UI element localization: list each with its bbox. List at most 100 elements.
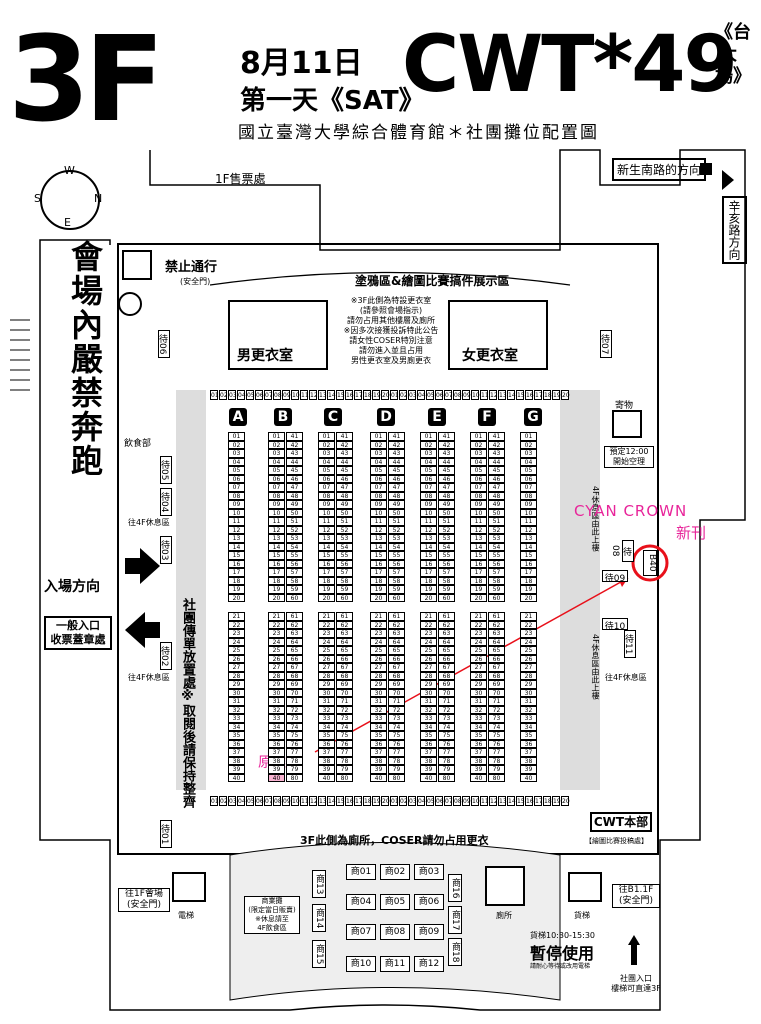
booth-cell[interactable]: 16 xyxy=(228,559,245,568)
booth-cell[interactable]: 17 xyxy=(470,568,487,577)
booth-cell[interactable]: 35 xyxy=(420,731,437,740)
booth-cell[interactable]: 41 xyxy=(336,432,353,441)
booth-cell[interactable]: 76 xyxy=(286,739,303,748)
booth-cell[interactable]: 71 xyxy=(286,697,303,706)
edge-booth-cell[interactable]: 09 xyxy=(462,390,471,400)
booth-cell[interactable]: 65 xyxy=(336,646,353,655)
booth-cell[interactable]: 51 xyxy=(336,517,353,526)
edge-booth-cell[interactable]: 17 xyxy=(354,796,363,806)
booth-cell[interactable]: 66 xyxy=(286,654,303,663)
booth-cell[interactable]: 45 xyxy=(286,466,303,475)
edge-booth-cell[interactable]: 05 xyxy=(246,796,255,806)
booth-cell[interactable]: 44 xyxy=(286,457,303,466)
booth-cell[interactable]: 69 xyxy=(388,680,405,689)
booth-cell[interactable]: 29 xyxy=(370,680,387,689)
booth-cell[interactable]: 10 xyxy=(228,508,245,517)
booth-cell[interactable]: 19 xyxy=(420,585,437,594)
booth-cell[interactable]: 45 xyxy=(488,466,505,475)
booth-cell[interactable]: 53 xyxy=(286,534,303,543)
booth-cell[interactable]: 38 xyxy=(420,756,437,765)
booth-cell[interactable]: 03 xyxy=(268,449,285,458)
booth-cell[interactable]: 21 xyxy=(470,612,487,621)
booth-cell[interactable]: 16 xyxy=(520,559,537,568)
booth-cell[interactable]: 61 xyxy=(488,612,505,621)
edge-booth-cell[interactable]: 13 xyxy=(318,390,327,400)
booth-cell[interactable]: 11 xyxy=(470,517,487,526)
booth-cell[interactable]: 61 xyxy=(336,612,353,621)
edge-booth-cell[interactable]: 18 xyxy=(363,796,372,806)
booth-cell[interactable]: 77 xyxy=(336,748,353,757)
booth-cell[interactable]: 36 xyxy=(420,739,437,748)
booth-cell[interactable]: 62 xyxy=(438,620,455,629)
booth-cell[interactable]: 24 xyxy=(228,637,245,646)
booth-cell[interactable]: 31 xyxy=(470,697,487,706)
booth-cell[interactable]: 06 xyxy=(228,474,245,483)
booth-cell[interactable]: 05 xyxy=(318,466,335,475)
booth-cell[interactable]: 01 xyxy=(520,432,537,441)
booth-cell[interactable]: 19 xyxy=(268,585,285,594)
booth-cell[interactable]: 40 xyxy=(370,773,387,782)
booth-cell[interactable]: 42 xyxy=(438,440,455,449)
booth-cell[interactable]: 22 xyxy=(520,620,537,629)
commercial-stall[interactable]: 商14 xyxy=(312,904,326,932)
booth-cell[interactable]: 06 xyxy=(370,474,387,483)
commercial-stall[interactable]: 商13 xyxy=(312,870,326,898)
booth-cell[interactable]: 35 xyxy=(370,731,387,740)
edge-booth-cell[interactable]: 11 xyxy=(480,390,489,400)
booth-cell[interactable]: 23 xyxy=(318,629,335,638)
booth-cell[interactable]: 65 xyxy=(286,646,303,655)
booth-cell[interactable]: 75 xyxy=(488,731,505,740)
edge-booth-cell[interactable]: 20 xyxy=(381,390,390,400)
booth-cell[interactable]: 15 xyxy=(370,551,387,560)
commercial-stall[interactable]: 商16 xyxy=(448,874,462,902)
booth-cell[interactable]: 21 xyxy=(318,612,335,621)
booth-cell[interactable]: 21 xyxy=(268,612,285,621)
booth-cell[interactable]: 80 xyxy=(388,773,405,782)
booth-cell[interactable]: 52 xyxy=(336,525,353,534)
booth-cell[interactable]: 25 xyxy=(520,646,537,655)
booth-cell[interactable]: 78 xyxy=(438,756,455,765)
edge-booth-cell[interactable]: 16 xyxy=(525,390,534,400)
booth-cell[interactable]: 40 xyxy=(228,773,245,782)
edge-booth-cell[interactable]: 07 xyxy=(444,796,453,806)
booth-cell[interactable]: 16 xyxy=(470,559,487,568)
booth-cell[interactable]: 10 xyxy=(420,508,437,517)
booth-cell[interactable]: 53 xyxy=(388,534,405,543)
booth-cell[interactable]: 70 xyxy=(388,688,405,697)
booth-cell[interactable]: 38 xyxy=(470,756,487,765)
booth-cell[interactable]: 42 xyxy=(488,440,505,449)
booth-cell[interactable]: 03 xyxy=(318,449,335,458)
edge-booth-cell[interactable]: 12 xyxy=(489,796,498,806)
booth-cell[interactable]: 09 xyxy=(420,500,437,509)
booth-cell[interactable]: 57 xyxy=(438,568,455,577)
booth-cell[interactable]: 18 xyxy=(470,576,487,585)
booth-cell[interactable]: 24 xyxy=(318,637,335,646)
booth-cell[interactable]: 57 xyxy=(336,568,353,577)
booth-cell[interactable]: 32 xyxy=(268,705,285,714)
booth-cell[interactable]: 36 xyxy=(370,739,387,748)
edge-booth-cell[interactable]: 03 xyxy=(228,390,237,400)
booth-cell[interactable]: 74 xyxy=(286,722,303,731)
booth-cell[interactable]: 57 xyxy=(286,568,303,577)
booth-cell[interactable]: 07 xyxy=(370,483,387,492)
edge-booth-cell[interactable]: 10 xyxy=(291,390,300,400)
booth-cell[interactable]: 06 xyxy=(268,474,285,483)
booth-cell[interactable]: 50 xyxy=(286,508,303,517)
booth-cell[interactable]: 02 xyxy=(268,440,285,449)
booth-cell[interactable]: 05 xyxy=(420,466,437,475)
booth-cell[interactable]: 63 xyxy=(438,629,455,638)
booth-cell[interactable]: 16 xyxy=(420,559,437,568)
booth-cell[interactable]: 54 xyxy=(438,542,455,551)
booth-cell[interactable]: 50 xyxy=(336,508,353,517)
booth-cell[interactable]: 46 xyxy=(438,474,455,483)
booth-cell[interactable]: 47 xyxy=(388,483,405,492)
booth-cell[interactable]: 34 xyxy=(520,722,537,731)
booth-cell[interactable]: 67 xyxy=(388,663,405,672)
booth-cell[interactable]: 52 xyxy=(388,525,405,534)
edge-booth-cell[interactable]: 19 xyxy=(372,796,381,806)
booth-cell[interactable]: 02 xyxy=(520,440,537,449)
booth-cell[interactable]: 07 xyxy=(268,483,285,492)
booth-cell[interactable]: 39 xyxy=(318,765,335,774)
booth-cell[interactable]: 23 xyxy=(268,629,285,638)
booth-cell[interactable]: 56 xyxy=(488,559,505,568)
